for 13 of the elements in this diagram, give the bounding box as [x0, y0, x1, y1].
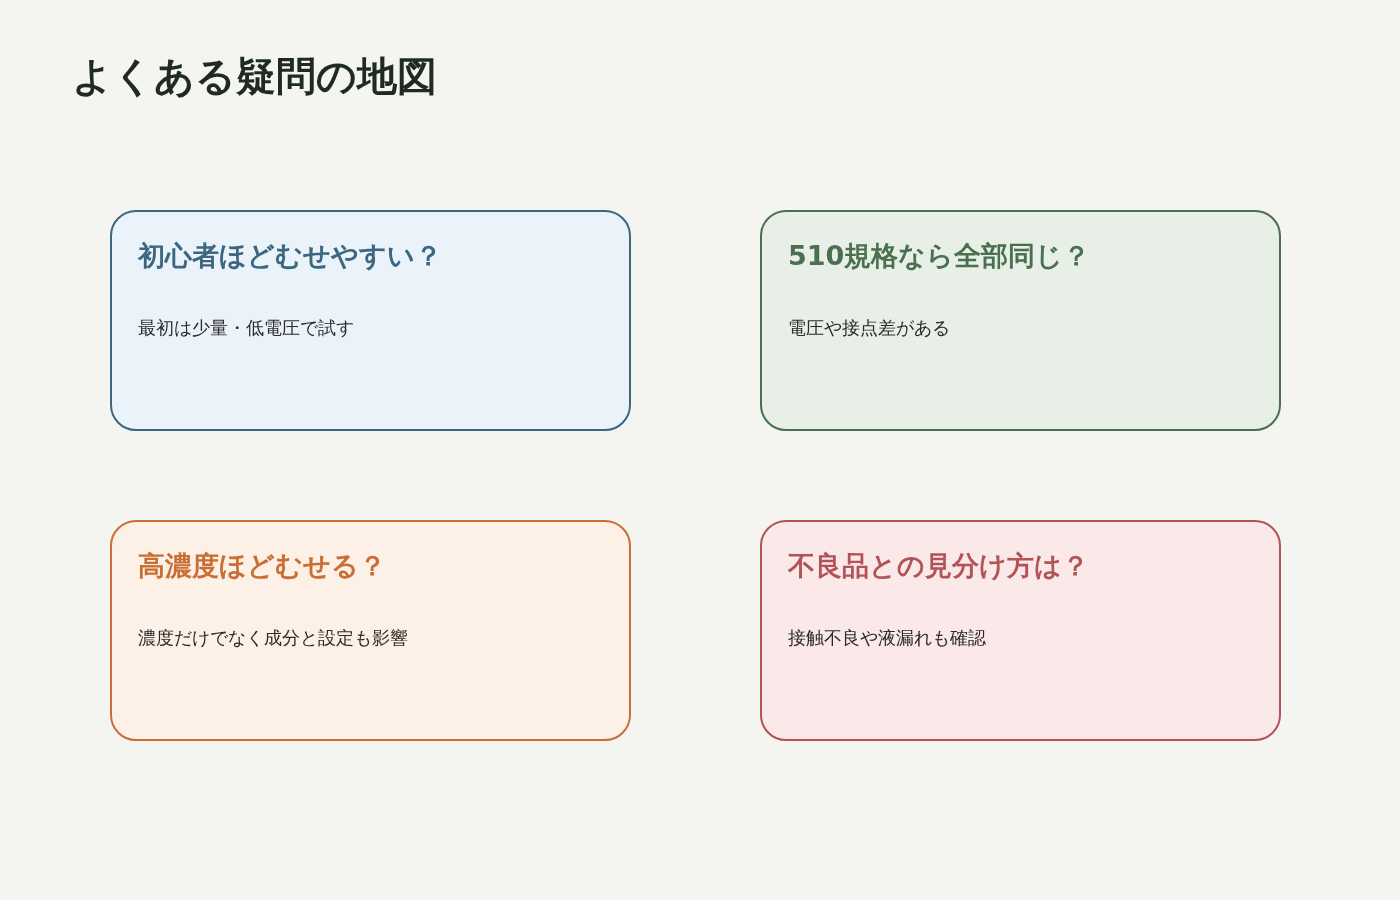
question-heading: 510規格なら全部同じ？	[788, 240, 1091, 273]
question-card	[110, 520, 631, 741]
diagram-title: よくある疑問の地図	[72, 52, 437, 100]
question-card	[760, 210, 1281, 431]
answer-text: 最初は少量・低電圧で試す	[138, 316, 354, 340]
answer-text: 接触不良や液漏れも確認	[788, 626, 986, 650]
answer-text: 電圧や接点差がある	[788, 316, 950, 340]
question-card	[760, 520, 1281, 741]
question-card	[110, 210, 631, 431]
question-heading: 高濃度ほどむせる？	[138, 550, 386, 583]
question-heading: 不良品との見分け方は？	[788, 550, 1089, 583]
question-heading: 初心者ほどむせやすい？	[138, 240, 442, 273]
answer-text: 濃度だけでなく成分と設定も影響	[138, 626, 408, 650]
